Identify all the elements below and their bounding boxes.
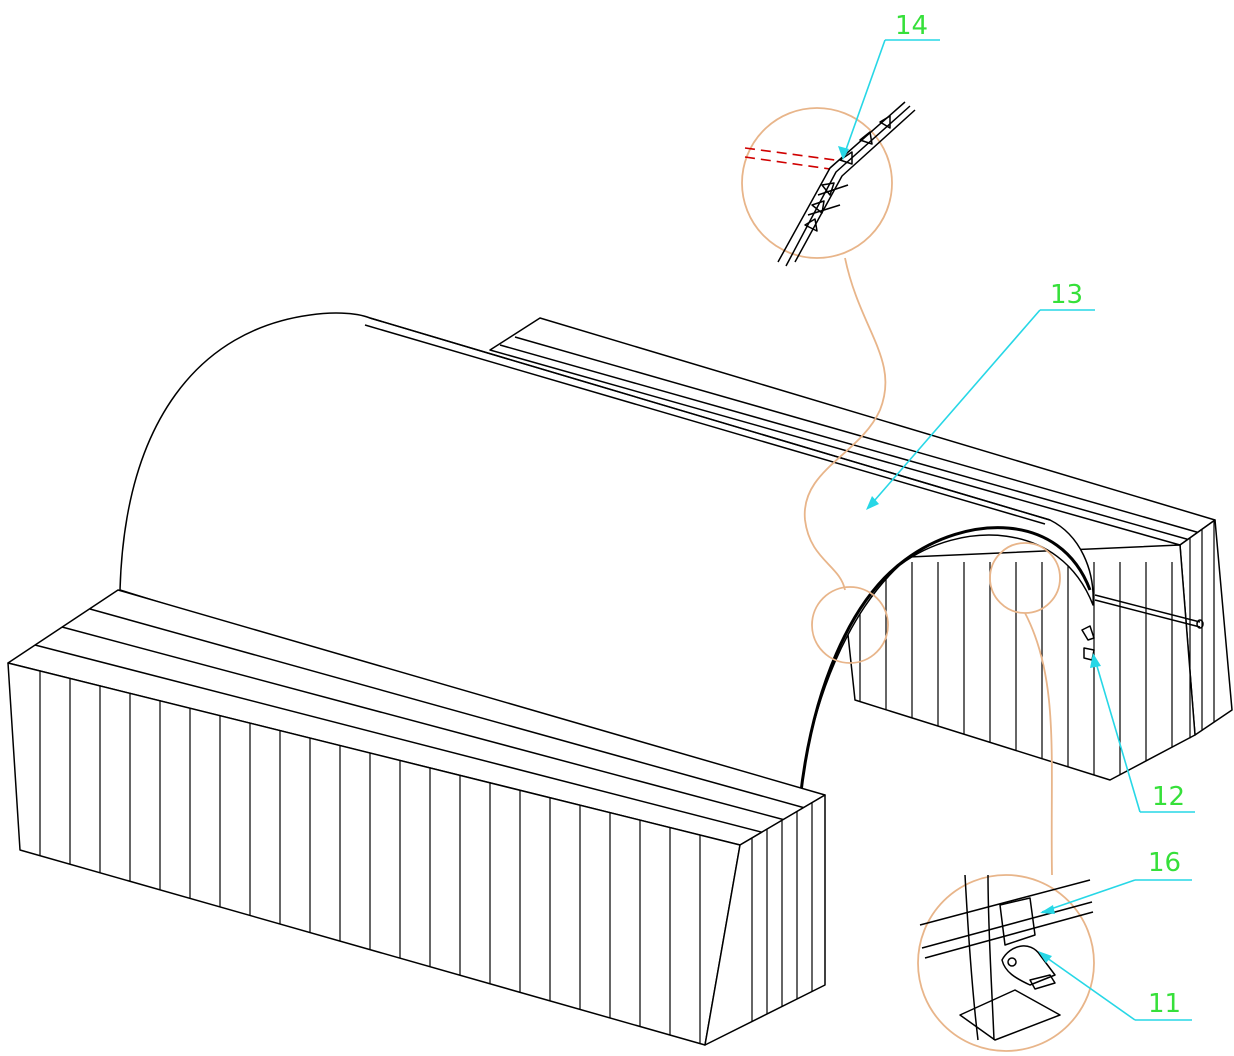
arched-cover: [119, 312, 1095, 825]
left-block-hatching: [39, 670, 701, 1044]
label-11: 11: [1148, 989, 1181, 1019]
detail-circles: [741, 107, 1095, 1052]
label-13: 13: [1050, 280, 1083, 310]
callout-16: 16: [1040, 848, 1192, 914]
callout-11: 11: [1038, 951, 1192, 1021]
callout-14: 14: [838, 11, 940, 160]
top-detail-contents: [744, 101, 916, 267]
callout-12: 12: [1090, 653, 1195, 813]
right-block-end-hatching: [1189, 520, 1215, 739]
label-12: 12: [1152, 782, 1185, 812]
callout-13: 13: [866, 280, 1095, 510]
right-block-hatching: [859, 562, 1173, 775]
label-16: 16: [1148, 848, 1181, 878]
label-14: 14: [895, 11, 928, 41]
detail-circle-bottom: [917, 874, 1095, 1052]
detail-circle-top: [741, 107, 893, 259]
right-foundation-block: [489, 317, 1233, 781]
left-foundation-block: [7, 589, 826, 1046]
bottom-detail-contents: [919, 874, 1094, 1041]
left-block-end-hatching: [751, 802, 813, 1022]
reference-circle-left: [811, 586, 889, 664]
